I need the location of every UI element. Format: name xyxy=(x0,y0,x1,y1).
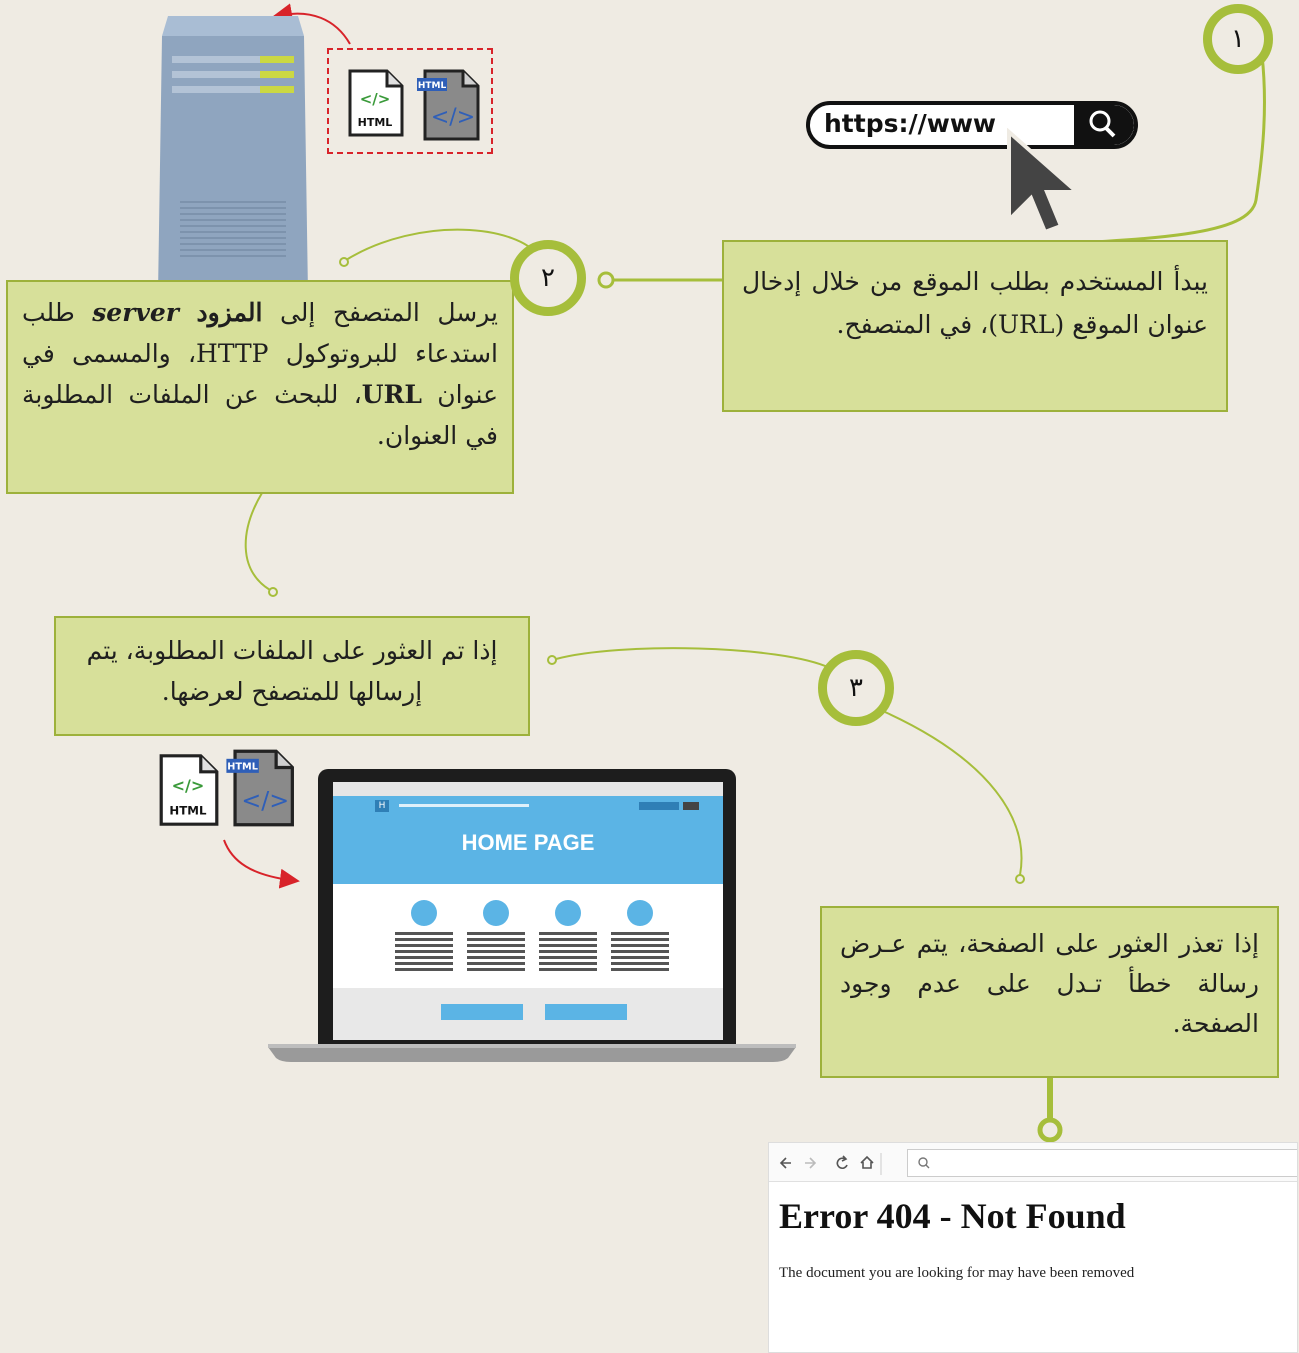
search-button[interactable] xyxy=(1074,105,1134,145)
search-icon xyxy=(1089,110,1116,138)
laptop-webpage: H HOME PAGE xyxy=(333,782,723,1040)
step-2-description: يرسل المتصفح إلى المزود server طلب استدع… xyxy=(6,280,514,494)
connector-step3-left xyxy=(555,647,831,669)
error-url-input[interactable] xyxy=(907,1149,1297,1177)
step-3-number: ٣ xyxy=(818,650,894,726)
connector-step3-down xyxy=(884,711,1023,876)
search-icon xyxy=(918,1157,930,1169)
html-file-icon-lower: </> HTML xyxy=(158,752,220,832)
step-1-description: يبدأ المستخدم بطلب الموقع من خلال إدخال … xyxy=(722,240,1228,412)
forward-arrow-icon[interactable] xyxy=(805,1157,817,1169)
address-bar-text: https://www xyxy=(824,109,997,138)
home-page-title: HOME PAGE xyxy=(461,830,595,855)
html-file-icon: </> HTML xyxy=(347,68,405,142)
reload-icon[interactable] xyxy=(836,1155,848,1169)
step-1-number: ١ xyxy=(1203,4,1273,74)
red-arrow-up xyxy=(272,3,351,45)
mouse-cursor-icon xyxy=(1007,128,1083,235)
svg-text:HTML: HTML xyxy=(358,116,393,129)
server-files-group: </> HTML HTML </> xyxy=(327,48,493,154)
error-message: The document you are looking for may hav… xyxy=(779,1265,1135,1281)
address-bar[interactable]: https://www xyxy=(806,101,1138,149)
back-arrow-icon[interactable] xyxy=(779,1157,791,1169)
svg-text:</>: </> xyxy=(431,105,475,130)
svg-text:HTML: HTML xyxy=(169,804,207,818)
svg-text:HTML: HTML xyxy=(227,762,258,773)
connector-step2-down xyxy=(244,492,271,591)
svg-text:</>: </> xyxy=(172,776,205,795)
html-code-file-icon: HTML </> xyxy=(417,68,481,146)
step-3-not-found-description: إذا تعذر العثور على الصفحة، يتم عـرض رسا… xyxy=(820,906,1279,1078)
connector-step2-up xyxy=(345,228,541,261)
connector-step1 xyxy=(727,54,1266,250)
step-3-found-description: إذا تم العثور على الملفات المطلوبة، يتم … xyxy=(54,616,530,736)
svg-text:</>: </> xyxy=(241,787,289,815)
svg-text:</>: </> xyxy=(360,90,391,108)
error-browser-window: Error 404 - Not Found The document you a… xyxy=(768,1142,1298,1353)
svg-text:HTML: HTML xyxy=(418,81,447,91)
step-2-number: ٢ xyxy=(510,240,586,316)
html-code-file-icon-lower: HTML </> xyxy=(226,748,296,832)
error-heading: Error 404 - Not Found xyxy=(779,1196,1126,1236)
home-icon[interactable] xyxy=(860,1155,874,1169)
red-arrow-down xyxy=(223,839,300,889)
